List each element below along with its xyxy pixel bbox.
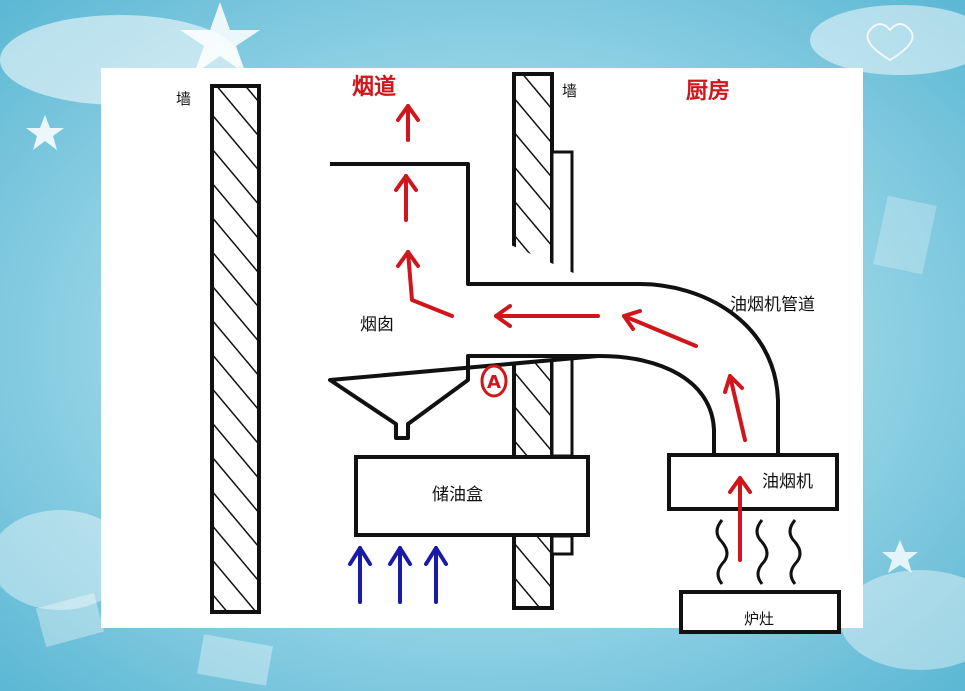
arrow-up-hood [728, 476, 752, 562]
flue-label: 烟道 [352, 74, 396, 100]
arrow-up-flue [396, 104, 420, 142]
kitchen-label: 厨房 [686, 78, 730, 104]
arrow-left-curve [622, 309, 698, 348]
hood-duct-label: 油烟机管道 [730, 295, 815, 315]
arrow-up-blue-1 [348, 546, 372, 604]
arrow-left-duct [494, 304, 600, 328]
arrow-up-chimney-top [394, 174, 418, 222]
hood-duct [468, 282, 780, 456]
oil-box [354, 455, 590, 537]
range-hood-label: 油烟机 [762, 472, 813, 492]
airflow-arrows-blue [348, 546, 448, 604]
arrow-up-blue-3 [424, 546, 448, 604]
arrow-bend-chimney [396, 250, 454, 318]
left-wall [210, 84, 261, 614]
airflow-arrows-red [394, 104, 752, 562]
arrow-up-blue-2 [388, 546, 412, 604]
star-icon [180, 2, 260, 74]
point-a-label: A [487, 372, 501, 393]
range-hood [667, 453, 839, 511]
oil-box-label: 储油盒 [432, 485, 483, 505]
smoke-lines [715, 519, 802, 585]
heart-icon [866, 23, 914, 62]
wall-left-label: 墙 [176, 90, 191, 108]
stove-label: 炉灶 [744, 610, 774, 628]
chimney-label: 烟囱 [360, 315, 394, 335]
star-icon [882, 540, 918, 573]
arrow-up-duct-curve [723, 374, 747, 442]
star-icon [26, 115, 64, 150]
point-a-marker: A [480, 364, 508, 398]
wall-right-label: 墙 [562, 82, 577, 100]
stove [679, 590, 841, 634]
chimney [328, 162, 600, 440]
